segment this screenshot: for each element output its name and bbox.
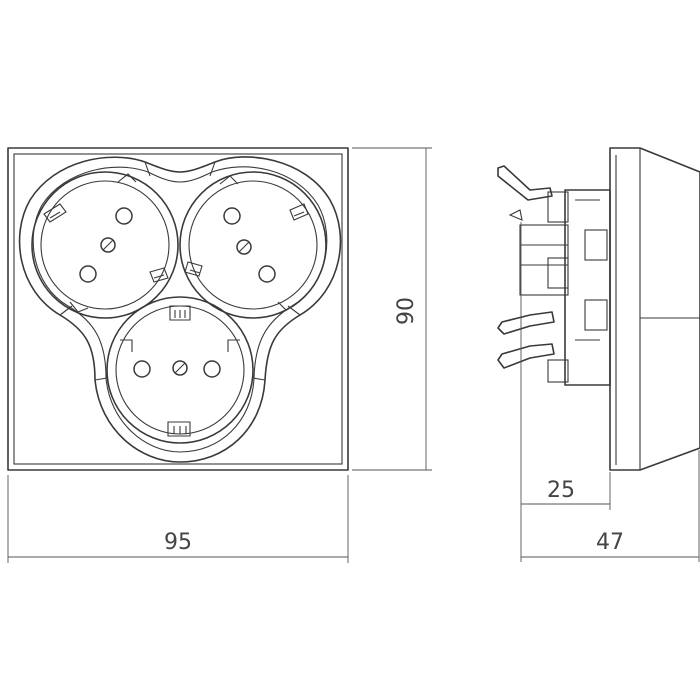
mounting-claw-icon — [497, 343, 555, 369]
mounting-claw-icon — [508, 209, 523, 221]
socket-recess — [40, 180, 170, 310]
socket-notch — [277, 301, 297, 311]
dimension-label-width: 95 — [164, 530, 192, 555]
socket-notch — [120, 339, 133, 352]
screw-slot — [174, 362, 186, 374]
front-plate-inner-edge — [13, 153, 343, 465]
side-cover — [609, 147, 700, 471]
mounting-claw-icon — [497, 165, 553, 201]
side-mechanism-body — [564, 189, 611, 386]
earth-clip-icon — [43, 203, 67, 223]
front-plate-outline — [7, 147, 349, 471]
frame-joint-left — [59, 305, 73, 316]
socket-cup — [106, 296, 254, 444]
earth-clip-icon — [169, 305, 191, 321]
socket-top-right — [179, 171, 327, 319]
frame-joint-top — [144, 161, 151, 177]
earth-clip-icon — [289, 203, 309, 221]
side-mechanism-block — [547, 191, 569, 223]
pin-hole-icon — [133, 360, 151, 378]
front-view — [7, 147, 349, 471]
side-view — [497, 147, 700, 471]
pin-hole-icon — [203, 360, 221, 378]
dimension-width: 95 — [7, 475, 349, 563]
earth-clip-icon — [184, 261, 203, 277]
side-detail-box — [584, 299, 608, 331]
pin-hole-icon — [115, 207, 133, 225]
earth-clip-icon — [149, 267, 169, 283]
socket-bottom — [106, 296, 254, 444]
side-mechanism-block — [547, 359, 569, 383]
dimension-height: 90 — [352, 147, 432, 471]
screw-slot — [102, 239, 114, 251]
mounting-claw-icon — [497, 311, 555, 335]
frame-joint-right-low — [252, 377, 266, 381]
pin-hole-icon — [223, 207, 241, 225]
earth-clip-icon — [167, 421, 191, 437]
screw-slot — [238, 241, 250, 253]
socket-notch — [117, 173, 137, 183]
socket-notch — [69, 301, 89, 313]
pin-hole-icon — [79, 265, 97, 283]
trefoil-frame-inner — [32, 166, 328, 453]
socket-notch — [227, 339, 240, 352]
trefoil-frame-outer — [18, 156, 342, 463]
socket-notch — [219, 175, 239, 185]
socket-recess — [188, 180, 318, 310]
socket-top-left — [31, 171, 179, 319]
socket-cup — [31, 171, 179, 319]
dimension-depth-total: 47 — [520, 450, 700, 562]
socket-cup — [179, 171, 327, 319]
frame-joint-top-2 — [209, 161, 216, 177]
dimension-label-total: 47 — [596, 530, 624, 555]
side-mechanism-block — [519, 224, 569, 296]
dimension-label-offset: 25 — [547, 478, 575, 503]
dimension-label-height: 90 — [394, 297, 419, 325]
dimension-depth-offset: 25 — [520, 222, 611, 510]
frame-joint-left-low — [94, 377, 108, 381]
side-detail-box — [584, 229, 608, 261]
pin-hole-icon — [258, 265, 276, 283]
